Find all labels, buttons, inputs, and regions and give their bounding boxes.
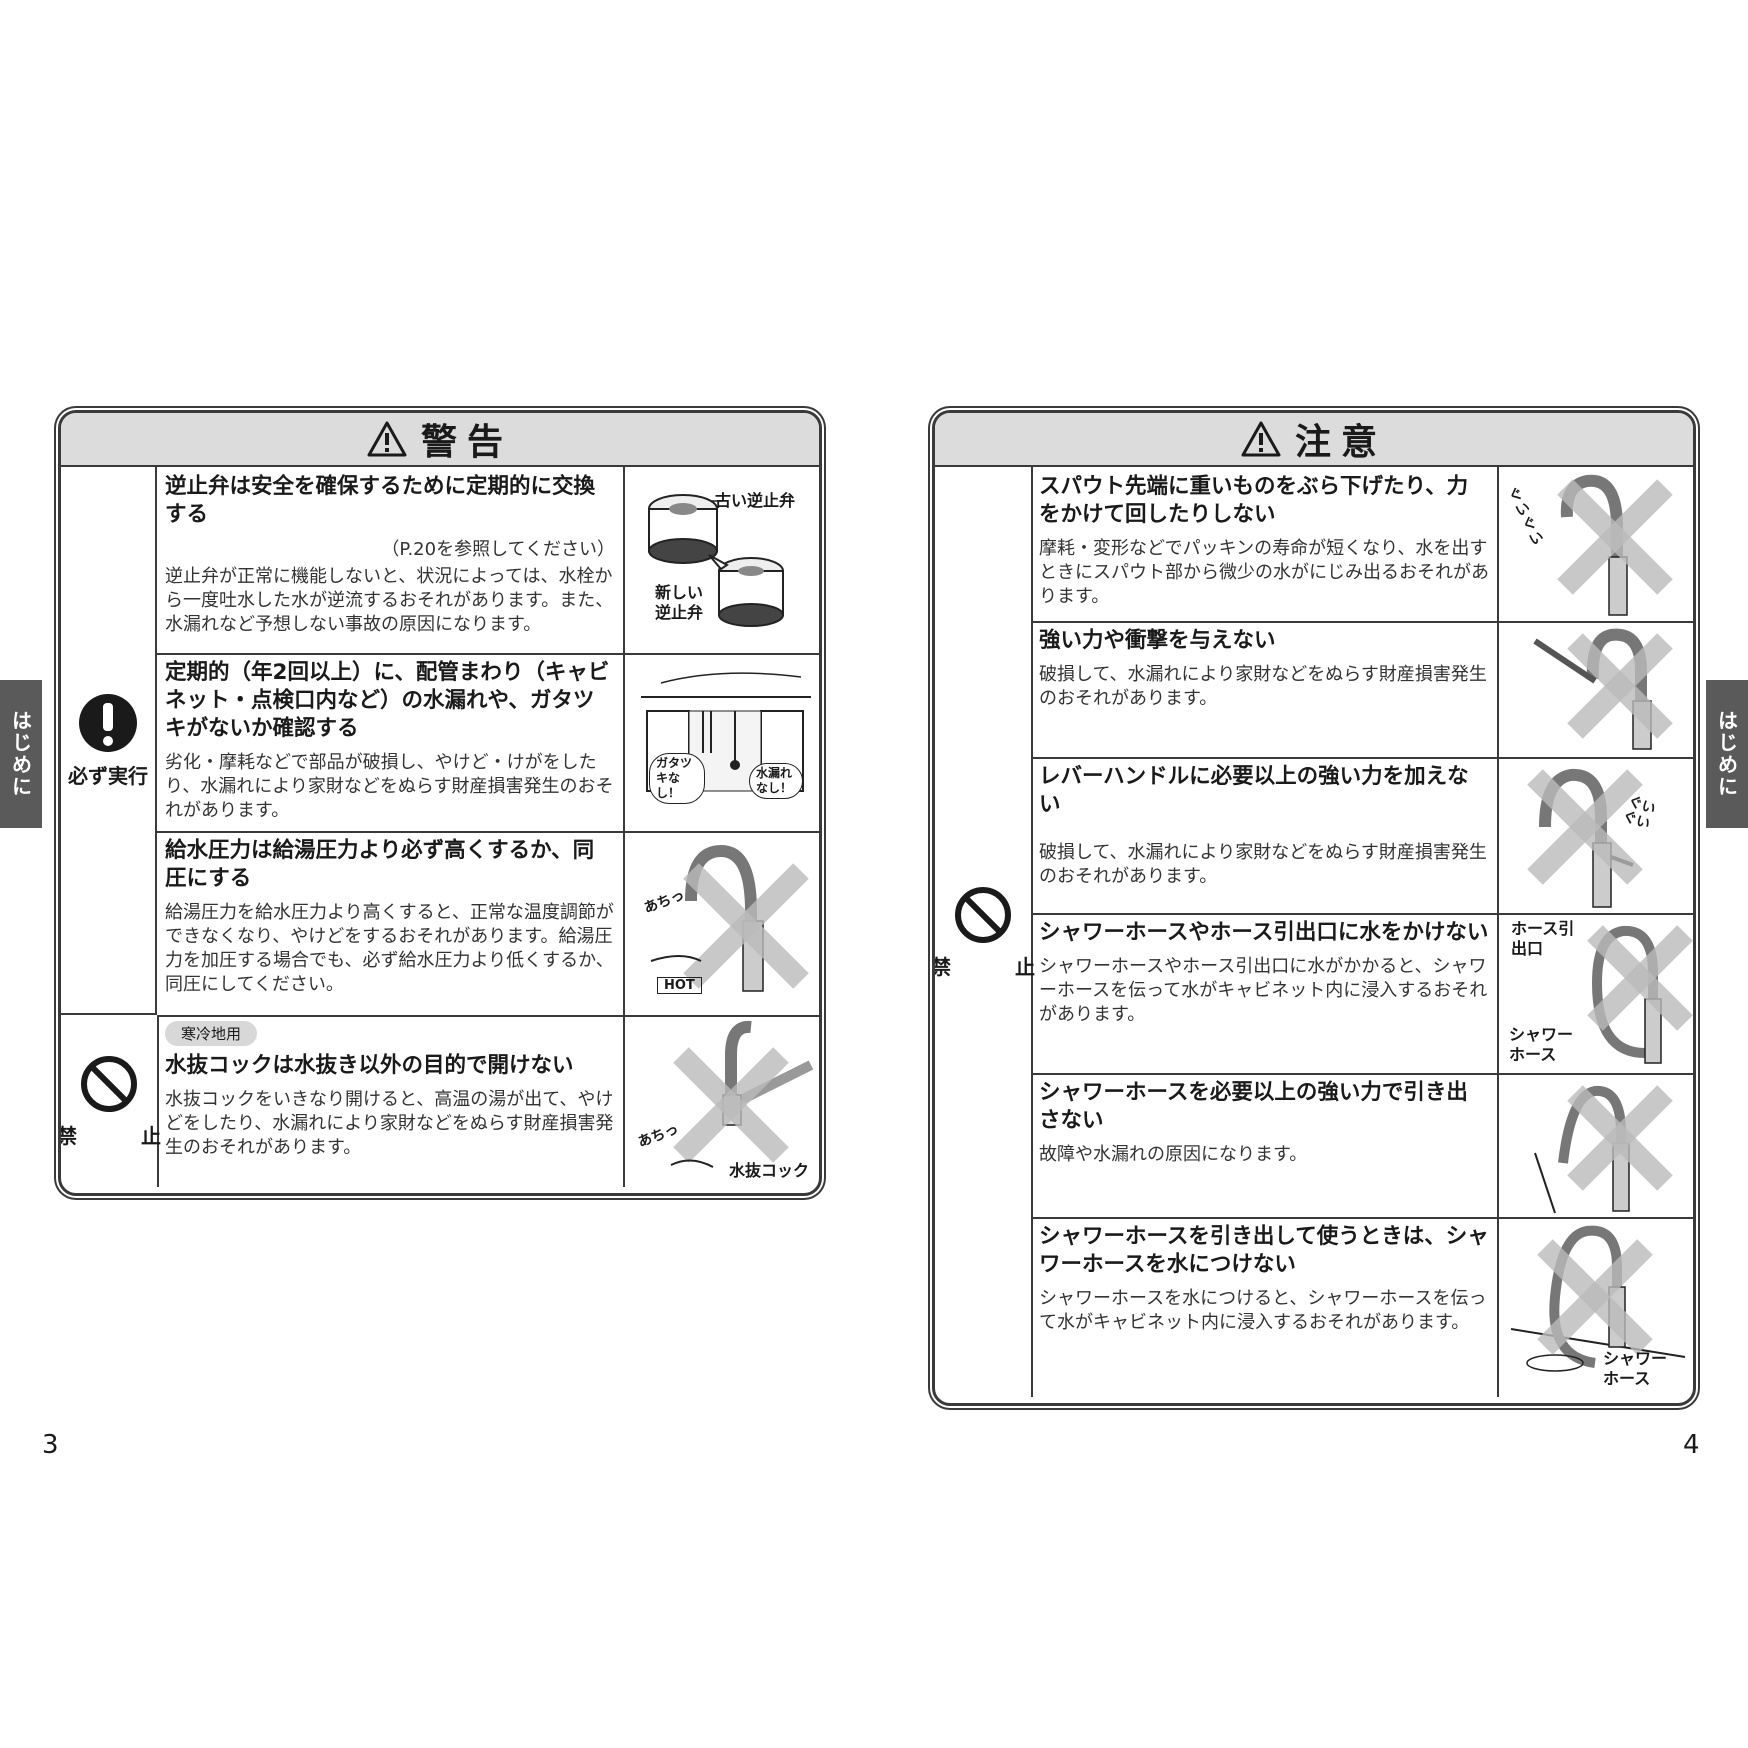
caution-row-6: シャワーホースを引き出して使うときは、シャワーホースを水につけない シャワーホー…: [1031, 1217, 1693, 1397]
warning-row-1: 逆止弁は安全を確保するために定期的に交換する （P.20を参照してください） 逆…: [157, 467, 819, 655]
warning-panel: 警告 必ず実行 禁 止 逆止弁は安全を確保するために定期的に交換する （P.20…: [58, 410, 822, 1196]
row-body: 破損して、水漏れにより家財などをぬらす財産損害発生のおそれがあります。: [1039, 664, 1487, 709]
spout-hang-illustration: ぐい ぐい: [1505, 467, 1693, 621]
row-heading: 強い力や衝撃を与えない: [1039, 628, 1276, 653]
cabinet-illustration: ガタツキなし！ 水漏れなし！: [631, 653, 819, 831]
caution-triangle-icon: [1241, 421, 1281, 457]
row-body: 破損して、水漏れにより家財などをぬらす財産損害発生のおそれがあります。: [1039, 842, 1487, 887]
row-body: 逆止弁が正常に機能しないと、状況によっては、水栓から一度吐水した水が逆流するおそ…: [165, 566, 614, 635]
row-reference: （P.20を参照してください）: [381, 539, 615, 560]
warning-row-3: 給水圧力は給湯圧力より必ず高くするか、同圧にする 給湯圧力を給水圧力より高くする…: [157, 831, 819, 1017]
caption-shower-hose: シャワーホース: [1603, 1349, 1668, 1388]
caution-header: 注意: [935, 413, 1693, 467]
warning-header: 警告: [61, 413, 819, 467]
row-heading: 定期的（年2回以上）に、配管まわり（キャビネット・点検口内など）の水漏れや、ガタ…: [165, 660, 610, 741]
caution-panel: 注意 禁 止 スパウト先端に重いものをぶら下げたり、力をかけて回したりしない 摩…: [932, 410, 1696, 1406]
caption-new-valve: 新しい逆止弁: [655, 583, 704, 622]
page-number-right: 4: [1683, 1430, 1700, 1460]
caution-row-4: シャワーホースやホース引出口に水をかけない シャワーホースやホース引出口に水がか…: [1031, 913, 1693, 1075]
category-prohibit: 禁 止: [935, 467, 1035, 1397]
row-body: シャワーホースを水につけると、シャワーホースを伝って水がキャビネット内に浸入する…: [1039, 1288, 1487, 1333]
caution-title: 注意: [1294, 422, 1387, 463]
caution-row-1: スパウト先端に重いものをぶら下げたり、力をかけて回したりしない 摩耗・変形などで…: [1031, 467, 1693, 623]
side-tab-left: はじめに: [0, 680, 42, 828]
caption-old-valve: 古い逆止弁: [715, 491, 796, 510]
caption-drain-cock: 水抜コック: [729, 1161, 810, 1180]
warning-row-4: 寒冷地用 水抜コックは水抜き以外の目的で開けない 水抜コックをいきなり開けると、…: [157, 1015, 819, 1187]
row-body: 水抜コックをいきなり開けると、高温の湯が出て、やけどをしたり、水漏れにより家財な…: [165, 1089, 614, 1158]
hot-water-faucet-illustration: あちっ HOT: [631, 831, 819, 1015]
row-body: 給湯圧力を給水圧力より高くすると、正常な温度調節ができなくなり、やけどをするおそ…: [165, 902, 614, 995]
caption-shower-hose: シャワーホース: [1509, 1025, 1574, 1064]
check-valve-illustration: 古い逆止弁 新しい逆止弁: [631, 467, 819, 653]
prohibit-icon: [955, 886, 1011, 943]
caption-hot: HOT: [657, 977, 702, 994]
warning-title: 警告: [420, 422, 513, 463]
warning-row-2: 定期的（年2回以上）に、配管まわり（キャビネット・点検口内など）の水漏れや、ガタ…: [157, 653, 819, 833]
row-heading: シャワーホースやホース引出口に水をかけない: [1039, 920, 1489, 945]
caption-hose-outlet: ホース引出口: [1511, 919, 1575, 958]
caption-no-wobble: ガタツキなし！: [649, 753, 705, 804]
hose-submerge-illustration: シャワーホース: [1505, 1217, 1693, 1397]
row-heading: シャワーホースを必要以上の強い力で引き出さない: [1039, 1080, 1468, 1133]
mandatory-exclamation-icon: [79, 693, 137, 752]
lever-force-illustration: ぐい ぐい: [1505, 757, 1693, 913]
warning-triangle-icon: [367, 421, 407, 457]
row-heading: スパウト先端に重いものをぶら下げたり、力をかけて回したりしない: [1039, 474, 1469, 527]
row-body: 摩耗・変形などでパッキンの寿命が短くなり、水を出すときにスパウト部から微少の水が…: [1039, 538, 1489, 607]
caution-row-5: シャワーホースを必要以上の強い力で引き出さない 故障や水漏れの原因になります。: [1031, 1073, 1693, 1219]
caution-row-2: 強い力や衝撃を与えない 破損して、水漏れにより家財などをぬらす財産損害発生のおそ…: [1031, 621, 1693, 759]
hose-pull-illustration: [1505, 1073, 1693, 1217]
cold-region-tag: 寒冷地用: [165, 1021, 258, 1046]
row-heading: 水抜コックは水抜き以外の目的で開けない: [165, 1053, 574, 1078]
category-mandatory: 必ず実行: [61, 467, 157, 1015]
hose-water-illustration: ホース引出口 シャワーホース: [1505, 913, 1693, 1073]
row-body: 故障や水漏れの原因になります。: [1039, 1144, 1308, 1165]
side-tab-right: はじめに: [1706, 680, 1748, 828]
category-prohibit-label: 禁 止: [932, 954, 1057, 979]
page-number-left: 3: [42, 1430, 59, 1460]
prohibit-icon: [81, 1055, 137, 1112]
category-mandatory-label: 必ず実行: [68, 763, 148, 788]
category-prohibit-label: 禁 止: [58, 1123, 183, 1148]
impact-illustration: [1505, 621, 1693, 757]
caption-no-leak: 水漏れなし！: [749, 763, 803, 799]
category-prohibit: 禁 止: [61, 1015, 161, 1187]
row-heading: シャワーホースを引き出して使うときは、シャワーホースを水につけない: [1039, 1224, 1489, 1277]
row-heading: 給水圧力は給湯圧力より必ず高くするか、同圧にする: [165, 838, 595, 891]
row-body: 劣化・摩耗などで部品が破損し、やけど・けがをしたり、水漏れにより家財などをぬらす…: [165, 752, 614, 821]
caution-row-3: レバーハンドルに必要以上の強い力を加えない 破損して、水漏れにより家財などをぬら…: [1031, 757, 1693, 915]
row-body: シャワーホースやホース引出口に水がかかると、シャワーホースを伝って水がキャビネッ…: [1039, 956, 1488, 1025]
row-heading: 逆止弁は安全を確保するために定期的に交換する: [165, 474, 596, 527]
row-heading: レバーハンドルに必要以上の強い力を加えない: [1039, 764, 1469, 817]
drain-cock-illustration: あちっ 水抜コック: [631, 1015, 819, 1187]
